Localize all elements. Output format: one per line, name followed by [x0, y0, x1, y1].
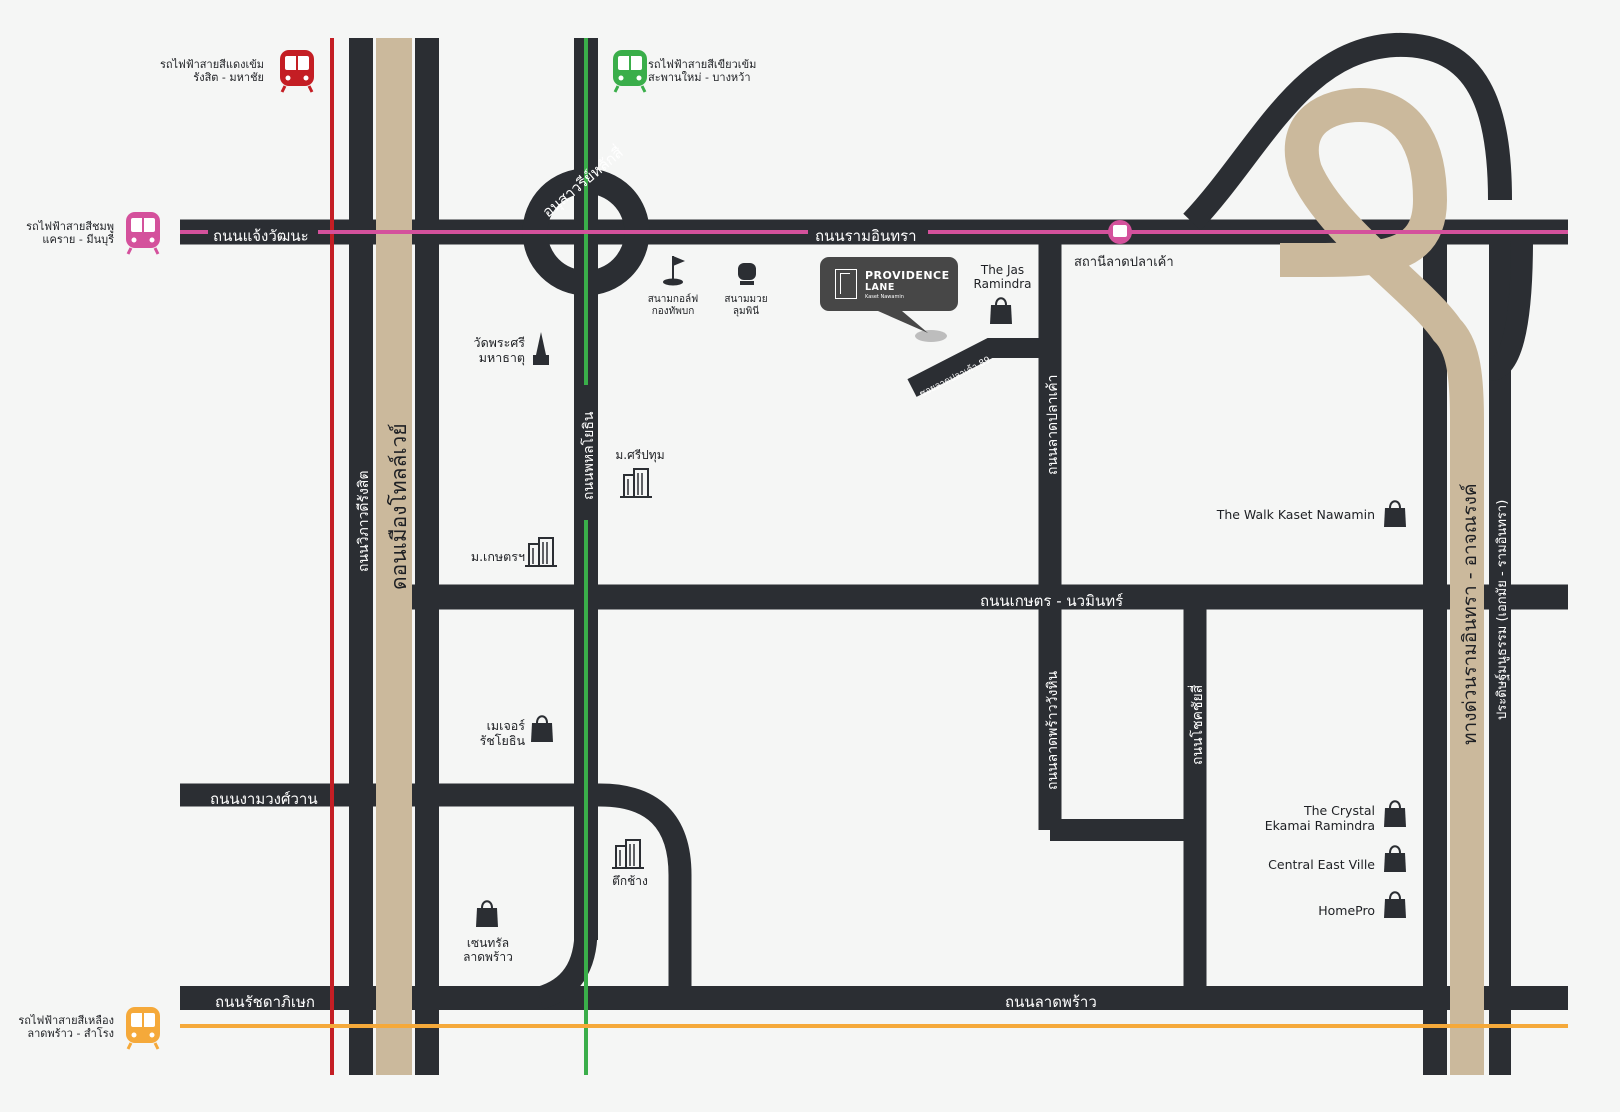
green-line-legend: รถไฟฟ้าสายสีเขียวเข้มสะพานใหม่ - บางหว้า	[648, 58, 757, 84]
poi-crystal: The Crystal Ekamai Ramindra	[1264, 803, 1375, 833]
shopping-bag-icon	[1383, 891, 1407, 919]
poi-homepro: HomePro	[1318, 903, 1375, 918]
road-label-vibhavadi: ถนนวิภาวดีรังสิต	[356, 470, 372, 572]
poi-wat: วัดพระศรี มหาธาตุ	[473, 335, 525, 365]
rail-lines	[180, 38, 1568, 1075]
poi-golf: สนามกอล์ฟ กองทัพบก	[647, 294, 699, 317]
train-icon	[124, 1005, 162, 1051]
red-line-legend: รถไฟฟ้าสายสีแดงเข้มรังสิต - มหาชัย	[159, 58, 264, 84]
road-label-phahonyothin: ถนนพหลโยธิน	[581, 411, 597, 501]
poi-spu: ม.ศรีปทุม	[615, 448, 665, 462]
shopping-bag-icon	[1383, 845, 1407, 873]
poi-boxing: สนามมวย ลุมพินี	[724, 294, 768, 317]
road-label-lat-phrao: ถนนลาดพร้าว	[1005, 993, 1097, 1011]
project-brand-line1: PROVIDENCE	[865, 269, 950, 282]
poi-jas: The Jas Ramindra	[973, 263, 1032, 291]
poi-central-east-ville: Central East Ville	[1268, 857, 1375, 872]
road-label-pradit-manutham: ประดิษฐ์มนูธรรม (เอกมัย - รามอินทรา)	[1495, 499, 1510, 720]
building-icon	[524, 537, 558, 567]
shopping-bag-icon	[475, 900, 499, 928]
poi-ku: ม.เกษตรฯ	[470, 549, 525, 564]
golf-flag-icon	[663, 256, 685, 286]
poi-tuk-chang: ตึกช้าง	[612, 874, 648, 888]
road-label-lat-phrao-wang-hin: ถนนลาดพร้าววังหิน	[1045, 670, 1061, 790]
shopping-bag-icon	[1383, 800, 1407, 828]
road-label-lat-pla-khao: ถนนลาดปลาเค้า	[1045, 374, 1061, 476]
train-icon	[124, 210, 162, 256]
shopping-bag-icon	[989, 297, 1013, 325]
yellow-line-legend: รถไฟฟ้าสายสีเหลืองลาดพร้าว - สำโรง	[18, 1014, 114, 1040]
station-label: สถานีลาดปลาเค้า	[1074, 255, 1174, 270]
road-label-ratchadaphisek: ถนนรัชดาภิเษก	[215, 993, 315, 1011]
project-brand-line3: Kaset Nawamin	[865, 294, 904, 300]
pink-line-legend: รถไฟฟ้าสายสีชมพูแคราย - มีนบุรี	[26, 220, 114, 246]
poi-walk: The Walk Kaset Nawamin	[1216, 507, 1375, 522]
road-label-expressway: ทางด่วนรามอินทรา - อาจณรงค์	[1459, 483, 1481, 745]
road-label-ram-intra: ถนนรามอินทรา	[815, 227, 917, 245]
train-icon	[278, 48, 316, 94]
building-icon	[611, 839, 645, 869]
poi-central-ladprao: เซนทรัล ลาดพร้าว	[463, 936, 513, 964]
train-icon	[611, 48, 649, 94]
poi-major: เมเจอร์ รัชโยธิน	[479, 718, 525, 748]
road-label-chok-chai-si: ถนนโชคชัยสี่	[1190, 684, 1206, 765]
road-label-kaset-nawamin: ถนนเกษตร - นวมินทร์	[980, 592, 1124, 610]
road-label-tollway: ดอนเมืองโทลล์เวย์	[387, 423, 411, 590]
project-callout[interactable]: PROVIDENCE LANE Kaset Nawamin	[820, 257, 958, 311]
shopping-bag-icon	[530, 715, 554, 743]
project-logo	[835, 269, 857, 299]
shopping-bag-icon	[1383, 500, 1407, 528]
building-icon	[619, 468, 653, 498]
train-station-icon	[1108, 220, 1132, 244]
road-label-chaeng-watthana: ถนนแจ้งวัฒนะ	[213, 227, 309, 245]
project-brand-line2: LANE	[865, 282, 895, 293]
boxing-glove-icon	[738, 263, 756, 285]
road-label-ngam-wong-wan: ถนนงามวงศ์วาน	[210, 790, 318, 808]
location-pin-icon	[915, 330, 947, 342]
temple-icon	[533, 332, 549, 365]
road-network	[180, 32, 1568, 1075]
